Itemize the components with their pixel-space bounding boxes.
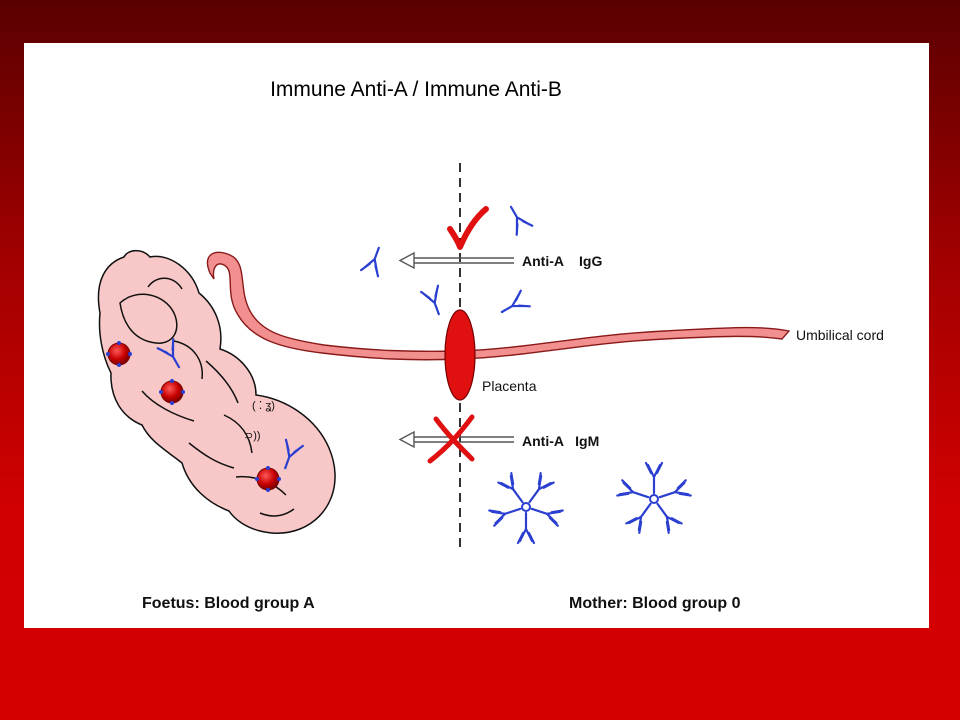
diagram: Immune Anti-A / Immune Anti-B ( ⁚ ʓ) ⊃)) xyxy=(97,78,884,612)
igm-pentamer-icon xyxy=(616,461,692,534)
placenta-label: Placenta xyxy=(482,378,537,394)
igg-antibody-icon xyxy=(359,243,389,278)
igg-label: Anti-A IgG xyxy=(522,253,602,269)
mother-caption: Mother: Blood group 0 xyxy=(569,595,741,612)
slide-title: Immune Anti-A / Immune Anti-B xyxy=(270,78,562,101)
igm-blocked-arrow xyxy=(398,430,514,449)
placenta xyxy=(444,309,476,401)
igg-antibody-icon xyxy=(502,201,534,236)
fetus-face-mark-1: ( ⁚ ʓ) xyxy=(252,400,275,412)
cross-mark-icon xyxy=(427,414,475,464)
fetus-caption: Foetus: Blood group A xyxy=(142,595,315,612)
igm-pentamer-icon xyxy=(488,472,564,545)
igm-label: Anti-A IgM xyxy=(522,433,599,449)
fetus-figure xyxy=(97,249,336,534)
check-mark-icon xyxy=(447,206,489,250)
igg-antibody-icon xyxy=(496,289,531,321)
slide-panel: Immune Anti-A / Immune Anti-B ( ⁚ ʓ) ⊃)) xyxy=(24,43,929,628)
fetus-face-mark-2: ⊃)) xyxy=(244,430,261,442)
igg-antibody-icon xyxy=(419,284,449,319)
red-blood-cell-icon xyxy=(106,341,132,367)
umbilical-cord xyxy=(206,251,791,361)
igg-transfer-arrow xyxy=(398,251,514,270)
red-blood-cell-icon xyxy=(159,379,185,405)
red-blood-cell-icon xyxy=(255,466,281,492)
umbilical-cord-label: Umbilical cord xyxy=(796,327,884,343)
